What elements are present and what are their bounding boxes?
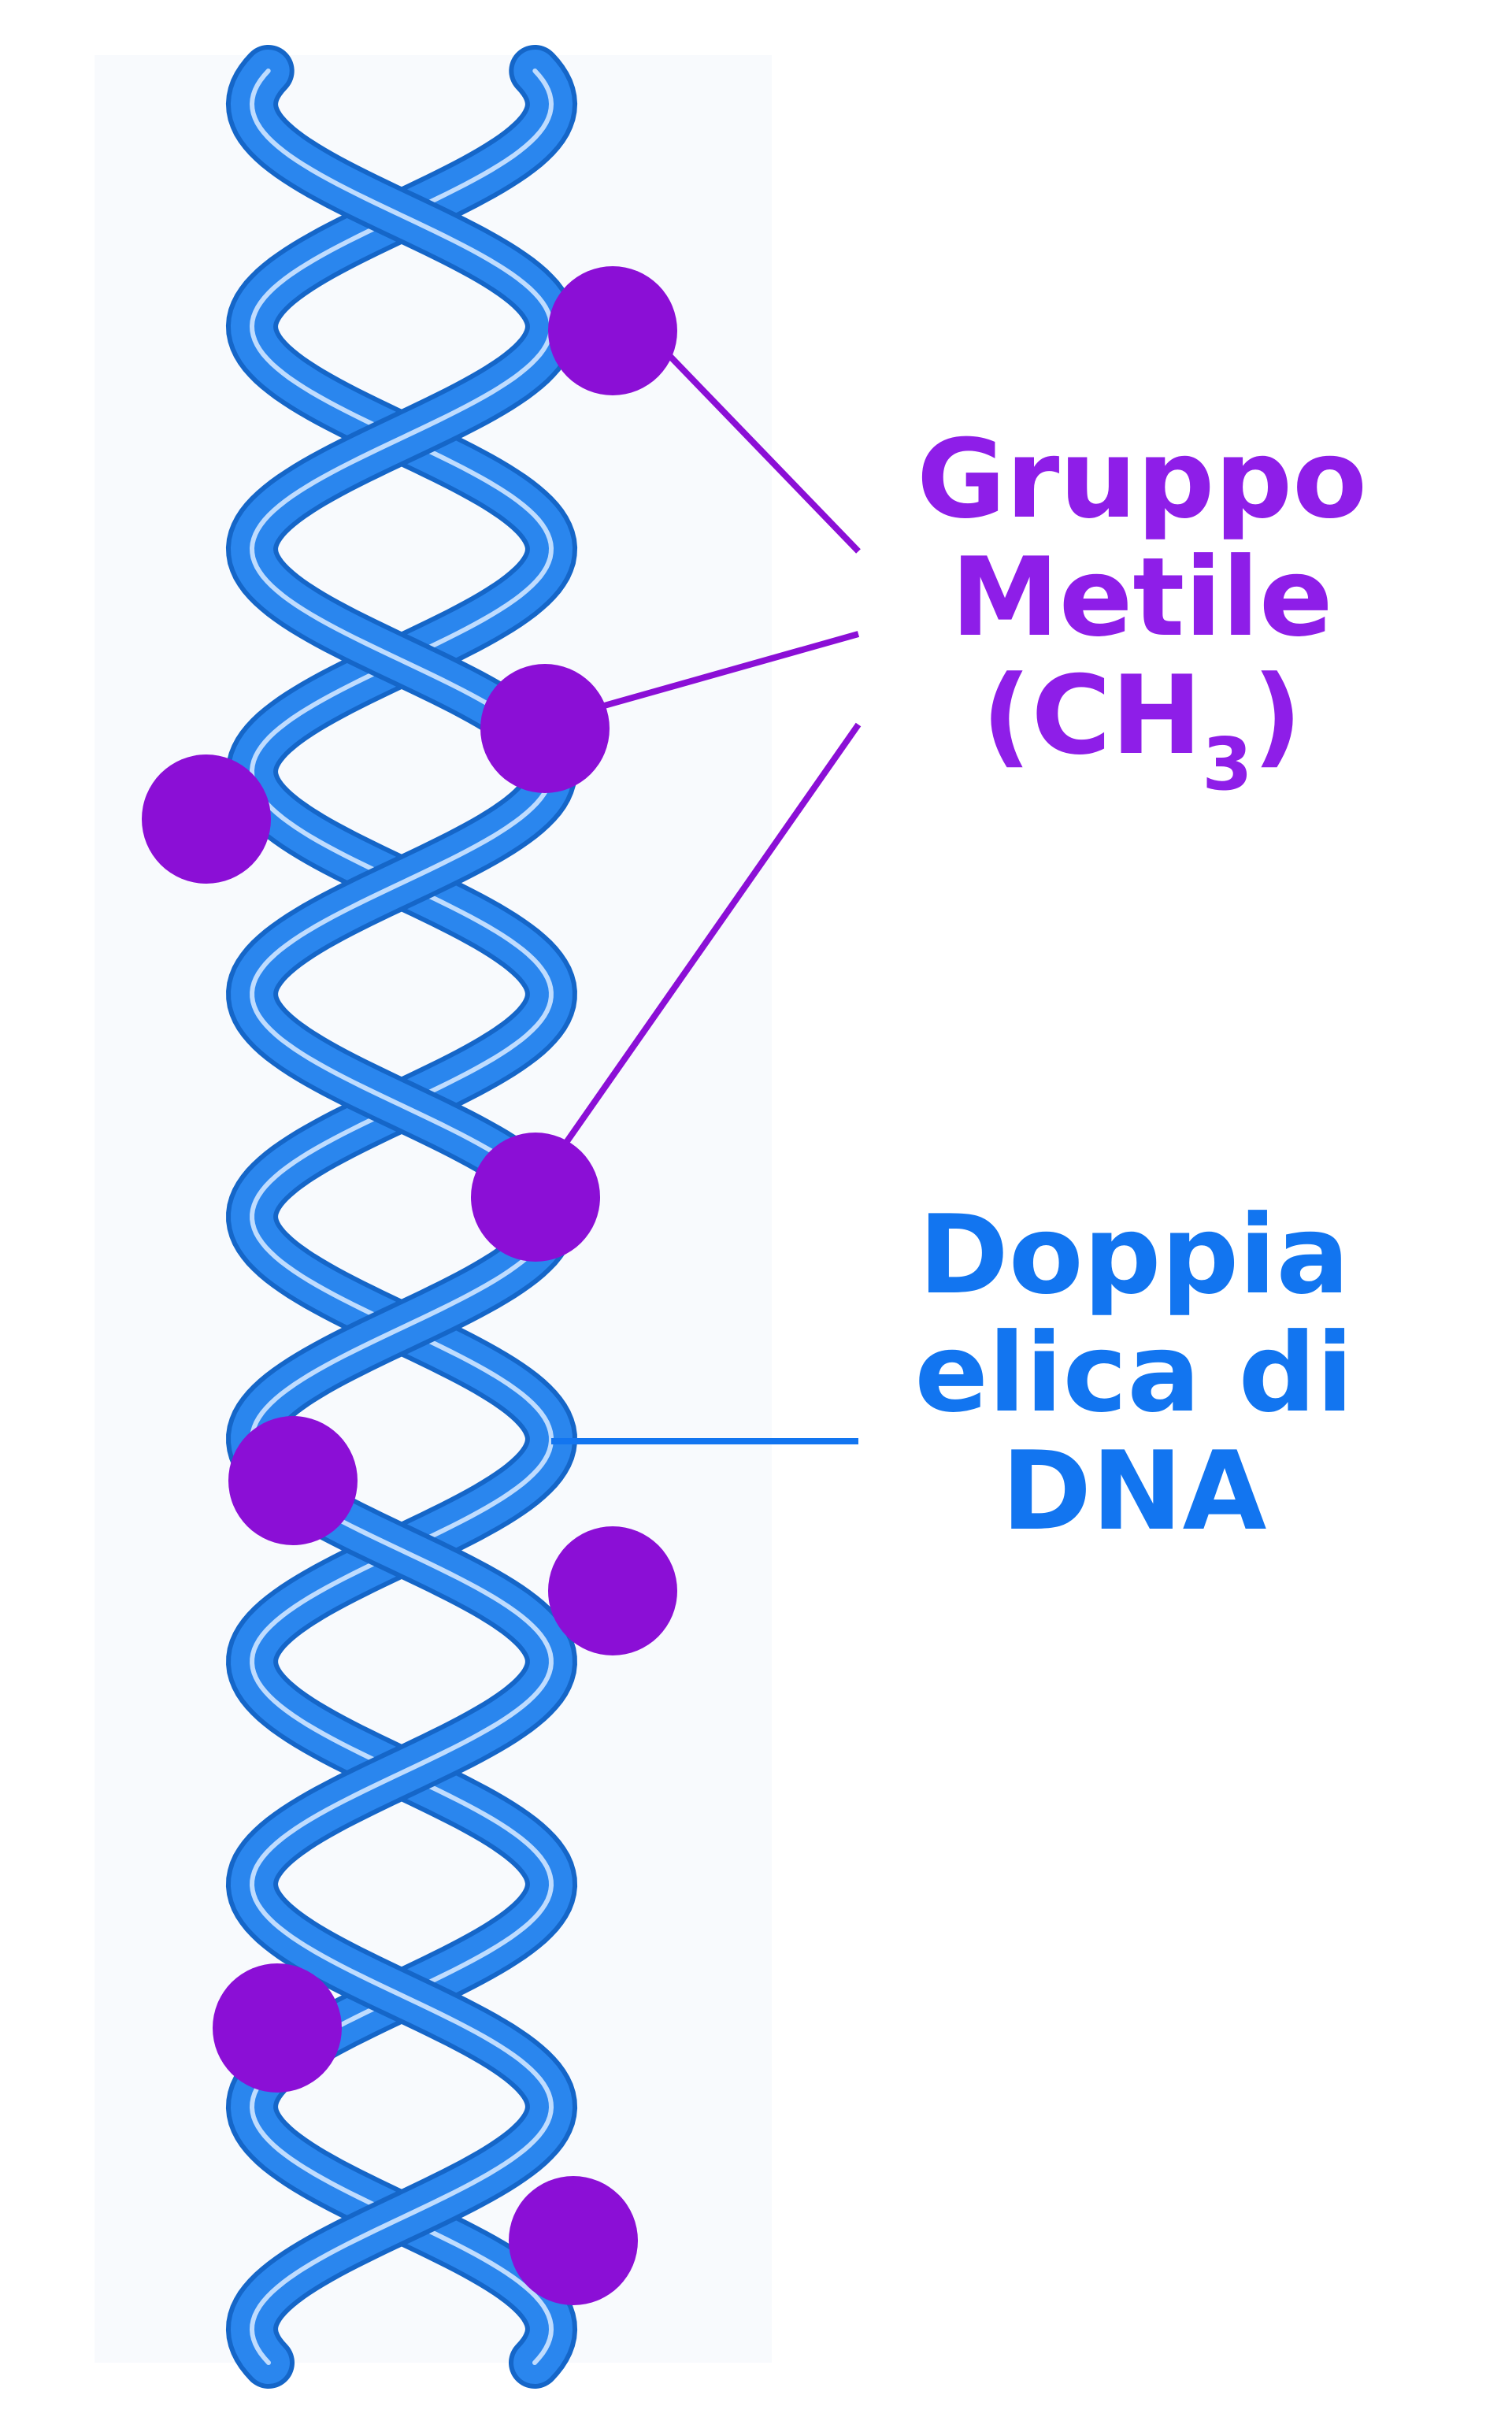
methyl-group-dot [548,266,677,395]
strand-highlight [249,69,554,2365]
methyl-group-dot [228,1416,358,1545]
methyl-group-dot [142,754,271,884]
formula-subscript: 3 [1202,722,1253,806]
leader-line-3 [544,722,862,1172]
methyl-label-formula: (CH3) [866,662,1418,801]
methyl-group-dot [548,1526,677,1655]
methyl-label-line2: Metile [951,534,1333,661]
dna-label-line3: DNA [1001,1428,1267,1555]
methyl-label-line1: Gruppo [917,416,1367,543]
methyl-group-dot [471,1133,600,1262]
methyl-groups [142,266,677,2305]
methyl-group-dot [480,664,610,793]
methyl-group-dot [509,2176,638,2305]
leader-line-1 [636,321,861,554]
dna-label-line1: Doppia [918,1192,1350,1318]
formula-open: (CH [981,652,1203,779]
formula-close: ) [1252,652,1303,779]
helix-strand-1 [225,45,578,2389]
methyl-group-label: Gruppo Metile (CH3) [866,416,1418,801]
methyl-group-dot [213,1963,342,2093]
dna-helix-label: Doppia elica di DNA [866,1201,1402,1555]
dna-label-line2: elica di [914,1310,1354,1437]
